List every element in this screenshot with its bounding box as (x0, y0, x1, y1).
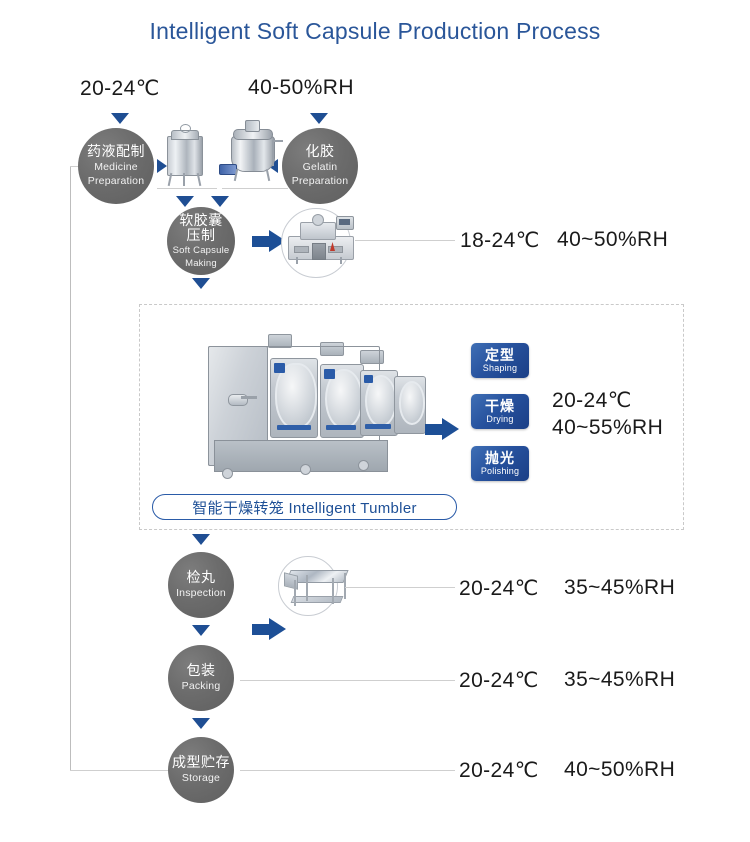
circle-label-cn: 检丸 (187, 570, 216, 586)
equipment-inspection-table (282, 558, 352, 614)
equipment-baseline-left (157, 188, 217, 189)
equipment-baseline-right (222, 188, 288, 189)
tumbler-caption-text: 智能干燥转笼 Intelligent Tumbler (192, 497, 417, 518)
circle-label-cn: 成型贮存 (172, 755, 230, 771)
circle-label-cn-line2: 压制 (187, 228, 216, 244)
arrow-down-to-storage (192, 718, 210, 729)
arrow-down-to-packing (192, 625, 210, 636)
top-temperature-label: 20-24℃ (80, 76, 160, 101)
badge-label-en: Drying (486, 415, 513, 424)
process-circle-gelatin-preparation[interactable]: 化胶 Gelatin Preparation (282, 128, 358, 204)
connector-storage-to-conditions (240, 770, 455, 771)
process-circle-soft-capsule-making[interactable]: 软胶囊 压制 Soft Capsule Making (167, 207, 235, 275)
packing-humidity-label: 35~45%RH (564, 668, 675, 692)
circle-label-en-line1: Gelatin (303, 162, 338, 174)
circle-label-en-line1: Storage (182, 773, 220, 785)
arrow-to-tumbler-stages (425, 418, 459, 440)
arrow-down-to-inspection (192, 534, 210, 545)
circle-label-en-line1: Packing (182, 681, 221, 693)
process-circle-storage[interactable]: 成型贮存 Storage (168, 737, 234, 803)
circle-label-en-line1: Soft Capsule (173, 246, 230, 257)
circle-label-en-line1: Inspection (176, 588, 226, 600)
top-humidity-label: 40-50%RH (248, 76, 354, 100)
circle-label-en-line2: Making (185, 259, 217, 270)
circle-label-cn: 化胶 (306, 144, 335, 160)
process-circle-packing[interactable]: 包装 Packing (168, 645, 234, 711)
badge-label-en: Polishing (481, 467, 519, 476)
circle-label-cn: 药液配制 (87, 144, 145, 160)
badge-label-en: Shaping (483, 364, 517, 373)
badge-label-cn: 抛光 (485, 451, 515, 465)
circle-label-en-line2: Preparation (292, 176, 348, 188)
stage-badge-polishing[interactable]: 抛光 Polishing (471, 446, 529, 481)
storage-temperature-label: 20-24℃ (459, 758, 539, 783)
arrow-down-to-capsule-making-right (211, 196, 229, 207)
stage-badge-shaping[interactable]: 定型 Shaping (471, 343, 529, 378)
connector-inspection-to-conditions (345, 587, 455, 588)
connector-capsule-making-to-conditions (355, 240, 455, 241)
main-flow-vertical-line (70, 166, 71, 770)
circle-label-cn-line1: 软胶囊 (179, 213, 223, 229)
process-circle-medicine-preparation[interactable]: 药液配制 Medicine Preparation (78, 128, 154, 204)
connector-packing-to-conditions (240, 680, 455, 681)
storage-humidity-label: 40~50%RH (564, 758, 675, 782)
tumbler-caption: 智能干燥转笼 Intelligent Tumbler (152, 494, 457, 520)
arrow-down-to-medicine (111, 113, 129, 124)
arrow-down-to-gelatin (310, 113, 328, 124)
capsule-making-temperature-label: 18-24℃ (460, 228, 540, 253)
capsule-making-humidity-label: 40~50%RH (557, 228, 668, 252)
packing-temperature-label: 20-24℃ (459, 668, 539, 693)
inspection-temperature-label: 20-24℃ (459, 576, 539, 601)
arrow-down-to-tumbler-section (192, 278, 210, 289)
process-circle-inspection[interactable]: 检丸 Inspection (168, 552, 234, 618)
equipment-encapsulation-machine (282, 210, 358, 268)
stage-badge-drying[interactable]: 干燥 Drying (471, 394, 529, 429)
tumbler-humidity-label: 40~55%RH (552, 416, 663, 440)
equipment-mixing-tank (157, 122, 217, 188)
tumbler-temperature-label: 20-24℃ (552, 388, 632, 413)
badge-label-cn: 定型 (485, 348, 515, 362)
circle-label-cn: 包装 (187, 663, 216, 679)
badge-label-cn: 干燥 (485, 399, 515, 413)
flow-line-to-storage (70, 770, 170, 771)
circle-label-en-line2: Preparation (88, 176, 144, 188)
circle-label-en-line1: Medicine (94, 162, 138, 174)
page-title: Intelligent Soft Capsule Production Proc… (0, 18, 750, 45)
inspection-humidity-label: 35~45%RH (564, 576, 675, 600)
arrow-down-to-capsule-making-left (176, 196, 194, 207)
arrow-to-inspection-table (252, 618, 286, 640)
equipment-intelligent-tumbler (208, 332, 440, 487)
equipment-gelatin-reactor (215, 118, 287, 188)
